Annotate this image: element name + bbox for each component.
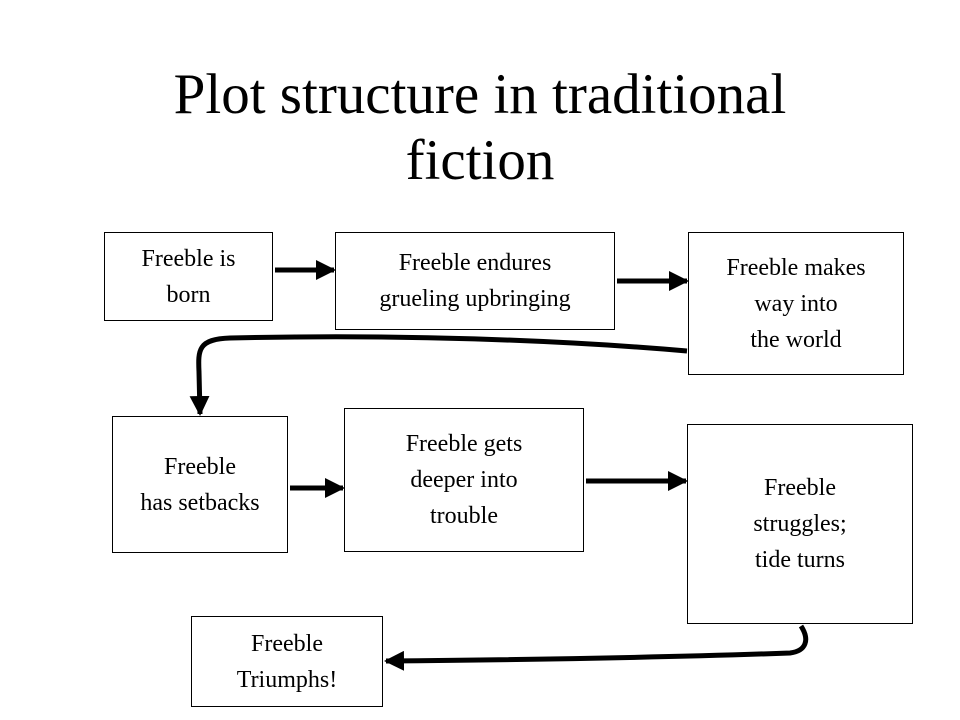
step-born: Freeble is born [104, 232, 273, 321]
step-struggles: Freeble struggles; tide turns [687, 424, 913, 624]
slide-title: Plot structure in traditional fiction [173, 63, 787, 192]
step-setbacks: Freeble has setbacks [112, 416, 288, 553]
step-deeper-trouble: Freeble gets deeper into trouble [344, 408, 584, 552]
step-upbringing: Freeble endures grueling upbringing [335, 232, 615, 330]
step-into-world: Freeble makes way into the world [688, 232, 904, 375]
arrow-world-to-setbacks [189, 334, 688, 416]
arrow-struggles-to-triumphs [384, 624, 809, 671]
step-triumphs: Freeble Triumphs! [191, 616, 383, 707]
